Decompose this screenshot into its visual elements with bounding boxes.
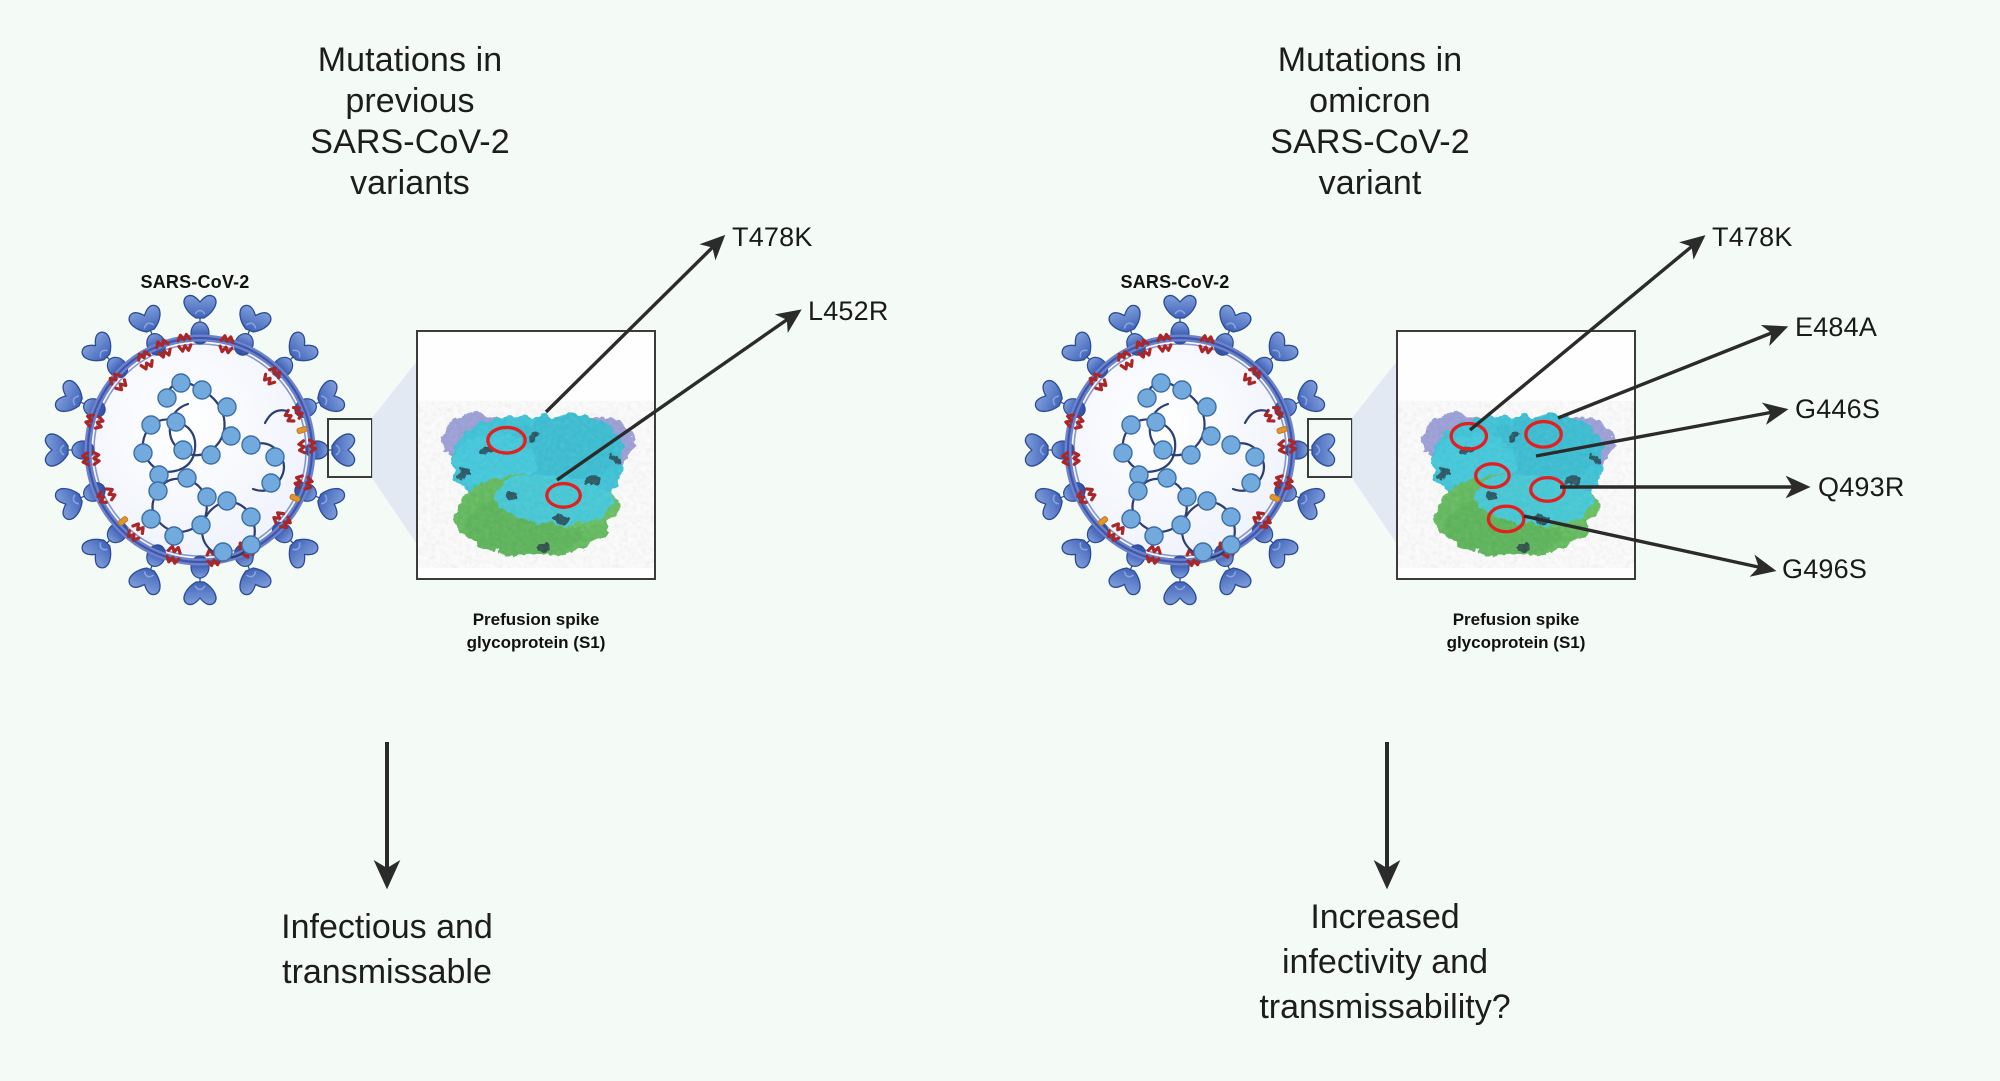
mutation-label-t478k: T478K [732,222,813,252]
mutation-label-l452r: L452R [808,296,889,326]
membrane-zoom-box [327,418,373,478]
mutation-label-q493r: Q493R [1818,472,1905,502]
spike-structure-box [1396,330,1636,580]
virus-particle-illustration [44,294,356,606]
membrane-zoom-box [1307,418,1353,478]
mutation-label-e484a: E484A [1795,312,1878,342]
panel-heading: Mutations in previous SARS-CoV-2 variant… [310,41,510,202]
panel-previous-variants: Mutations in previous SARS-CoV-2 variant… [44,41,889,991]
mutation-label-g446s: G446S [1795,394,1881,424]
spike-structure-box [416,330,656,580]
panel-omicron-variant: Mutations in omicron SARS-CoV-2 variant … [1000,0,2000,1081]
mutation-label-g496s: G496S [1782,554,1868,584]
mutation-label-t478k: T478K [1712,222,1793,252]
virus-label: SARS-CoV-2 [140,272,250,292]
virus-particle-illustration [1024,294,1336,606]
panel-heading: Mutations in omicron SARS-CoV-2 variant [1270,41,1470,202]
outcome-text: Infectious and transmissable [281,908,493,991]
structure-caption: Prefusion spike glycoprotein (S1) [466,610,606,652]
structure-caption: Prefusion spike glycoprotein (S1) [1446,610,1586,652]
outcome-text: Increased infectivity and transmissabili… [1259,898,1511,1026]
virus-label: SARS-CoV-2 [1120,272,1230,292]
